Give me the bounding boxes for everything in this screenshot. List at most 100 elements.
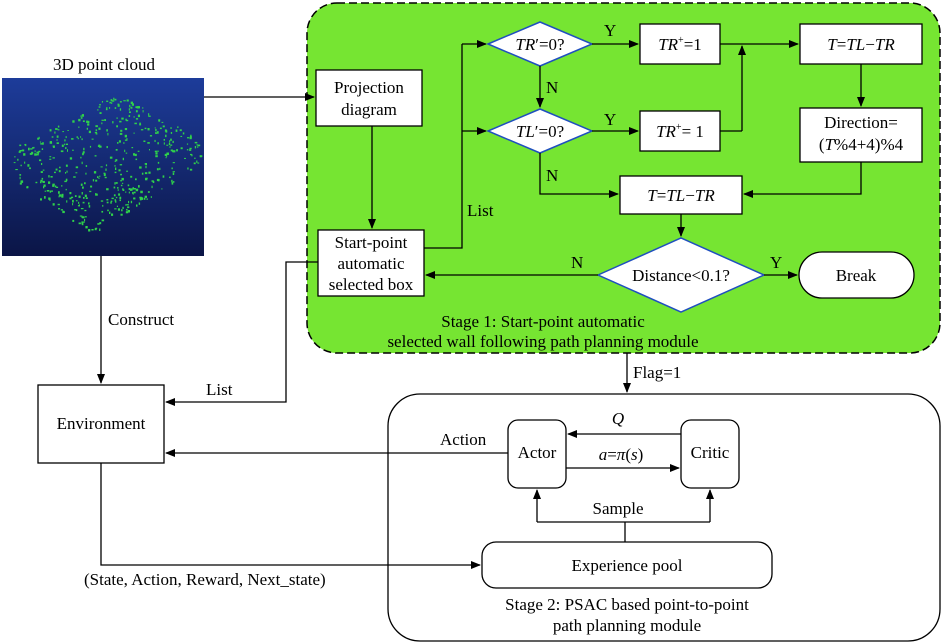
sample-label: Sample <box>593 499 644 518</box>
point-cloud-dot <box>170 149 173 152</box>
point-cloud-dot <box>130 200 133 204</box>
point-cloud-dot <box>104 174 106 177</box>
critic-box <box>680 419 740 489</box>
point-cloud-dot <box>61 195 64 198</box>
point-cloud-dot <box>85 172 87 175</box>
point-cloud-dot <box>84 216 87 218</box>
point-cloud-dot <box>196 144 198 146</box>
point-cloud-dot <box>39 159 42 162</box>
point-cloud-dot <box>37 152 40 154</box>
point-cloud-dot <box>170 132 173 134</box>
projection-diagram-box <box>315 69 423 127</box>
point-cloud-dot <box>95 125 98 128</box>
point-cloud-dot <box>172 140 174 143</box>
point-cloud-dot <box>131 147 134 149</box>
point-cloud-dot <box>155 132 157 134</box>
point-cloud-dot <box>14 156 16 158</box>
point-cloud-dot <box>86 127 88 130</box>
point-cloud-dot <box>106 199 109 201</box>
point-cloud-dot <box>105 108 108 111</box>
point-cloud-dot <box>69 197 72 200</box>
point-cloud-dot <box>18 151 21 153</box>
point-cloud-dot <box>128 191 130 194</box>
point-cloud-dot <box>78 118 81 122</box>
point-cloud-dot <box>95 193 97 196</box>
point-cloud-dot <box>90 185 93 188</box>
point-cloud-dot <box>189 168 193 171</box>
point-cloud-dot <box>24 144 26 146</box>
environment-label: Environment <box>57 414 146 433</box>
break-label: Break <box>836 266 877 285</box>
point-cloud-dot <box>65 172 67 174</box>
point-cloud-dot <box>115 196 118 199</box>
point-cloud-dot <box>36 153 39 156</box>
point-cloud-dot <box>126 170 128 172</box>
point-cloud-dot <box>94 131 98 134</box>
point-cloud-dot <box>110 200 113 202</box>
point-cloud-dot <box>32 147 34 149</box>
point-cloud-dot <box>114 107 117 109</box>
point-cloud-dot <box>143 140 146 142</box>
point-cloud-dot <box>142 107 144 109</box>
point-cloud-dot <box>111 213 114 216</box>
point-cloud-dot <box>125 152 128 154</box>
point-cloud-dot <box>98 177 100 179</box>
point-cloud-dot <box>117 104 120 107</box>
point-cloud-dot <box>58 191 60 194</box>
point-cloud-dot <box>172 171 175 173</box>
point-cloud-dot <box>139 122 141 126</box>
point-cloud-dot <box>172 150 176 153</box>
point-cloud-dot <box>42 142 44 145</box>
point-cloud-dot <box>148 113 150 116</box>
point-cloud-dot <box>164 153 167 156</box>
point-cloud-dot <box>96 227 98 229</box>
point-cloud-dot <box>71 196 74 199</box>
point-cloud-dot <box>46 190 50 192</box>
point-cloud-dot <box>109 156 113 159</box>
point-cloud-dot <box>88 202 90 205</box>
point-cloud-dot <box>44 190 46 192</box>
point-cloud-dot <box>114 199 116 202</box>
point-cloud-dot <box>65 136 67 139</box>
point-cloud-dot <box>101 119 104 121</box>
point-cloud-dot <box>126 99 129 102</box>
point-cloud-dot <box>130 101 133 104</box>
point-cloud-dot <box>97 145 100 147</box>
point-cloud-dot <box>169 140 171 143</box>
point-cloud-dot <box>135 106 138 108</box>
point-cloud-dot <box>35 181 38 184</box>
point-cloud-dot <box>182 132 185 135</box>
point-cloud-dot <box>51 136 54 138</box>
point-cloud-dot <box>126 208 128 211</box>
point-cloud-dot <box>125 118 127 121</box>
point-cloud-dot <box>52 146 55 148</box>
list-label-env: List <box>206 380 233 399</box>
point-cloud-dot <box>157 142 159 145</box>
point-cloud-dot <box>119 120 122 123</box>
point-cloud-dot <box>110 201 112 204</box>
point-cloud-dot <box>131 103 134 106</box>
point-cloud-dot <box>49 156 52 158</box>
point-cloud-dot <box>99 104 101 106</box>
point-cloud-dot <box>82 153 84 156</box>
point-cloud-dot <box>49 129 52 132</box>
point-cloud-dot <box>72 120 75 123</box>
point-cloud-dot <box>127 210 130 213</box>
point-cloud-dot <box>40 181 42 184</box>
point-cloud-dot <box>52 203 55 206</box>
point-cloud-dot <box>65 143 68 145</box>
point-cloud-dot <box>57 125 60 128</box>
point-cloud-dot <box>106 129 108 132</box>
decision-distance-label: Distance<0.1? <box>632 266 730 285</box>
point-cloud-dot <box>34 153 37 156</box>
point-cloud-dot <box>41 148 44 150</box>
point-cloud-dot <box>105 164 108 167</box>
start-point-box <box>317 229 425 297</box>
point-cloud-dot <box>37 137 40 140</box>
point-cloud-dot <box>48 175 50 178</box>
point-cloud-dot <box>88 130 91 134</box>
point-cloud-dot <box>104 119 106 121</box>
point-cloud-dot <box>74 195 77 197</box>
point-cloud-dot <box>114 160 116 162</box>
environment-box <box>37 384 165 464</box>
